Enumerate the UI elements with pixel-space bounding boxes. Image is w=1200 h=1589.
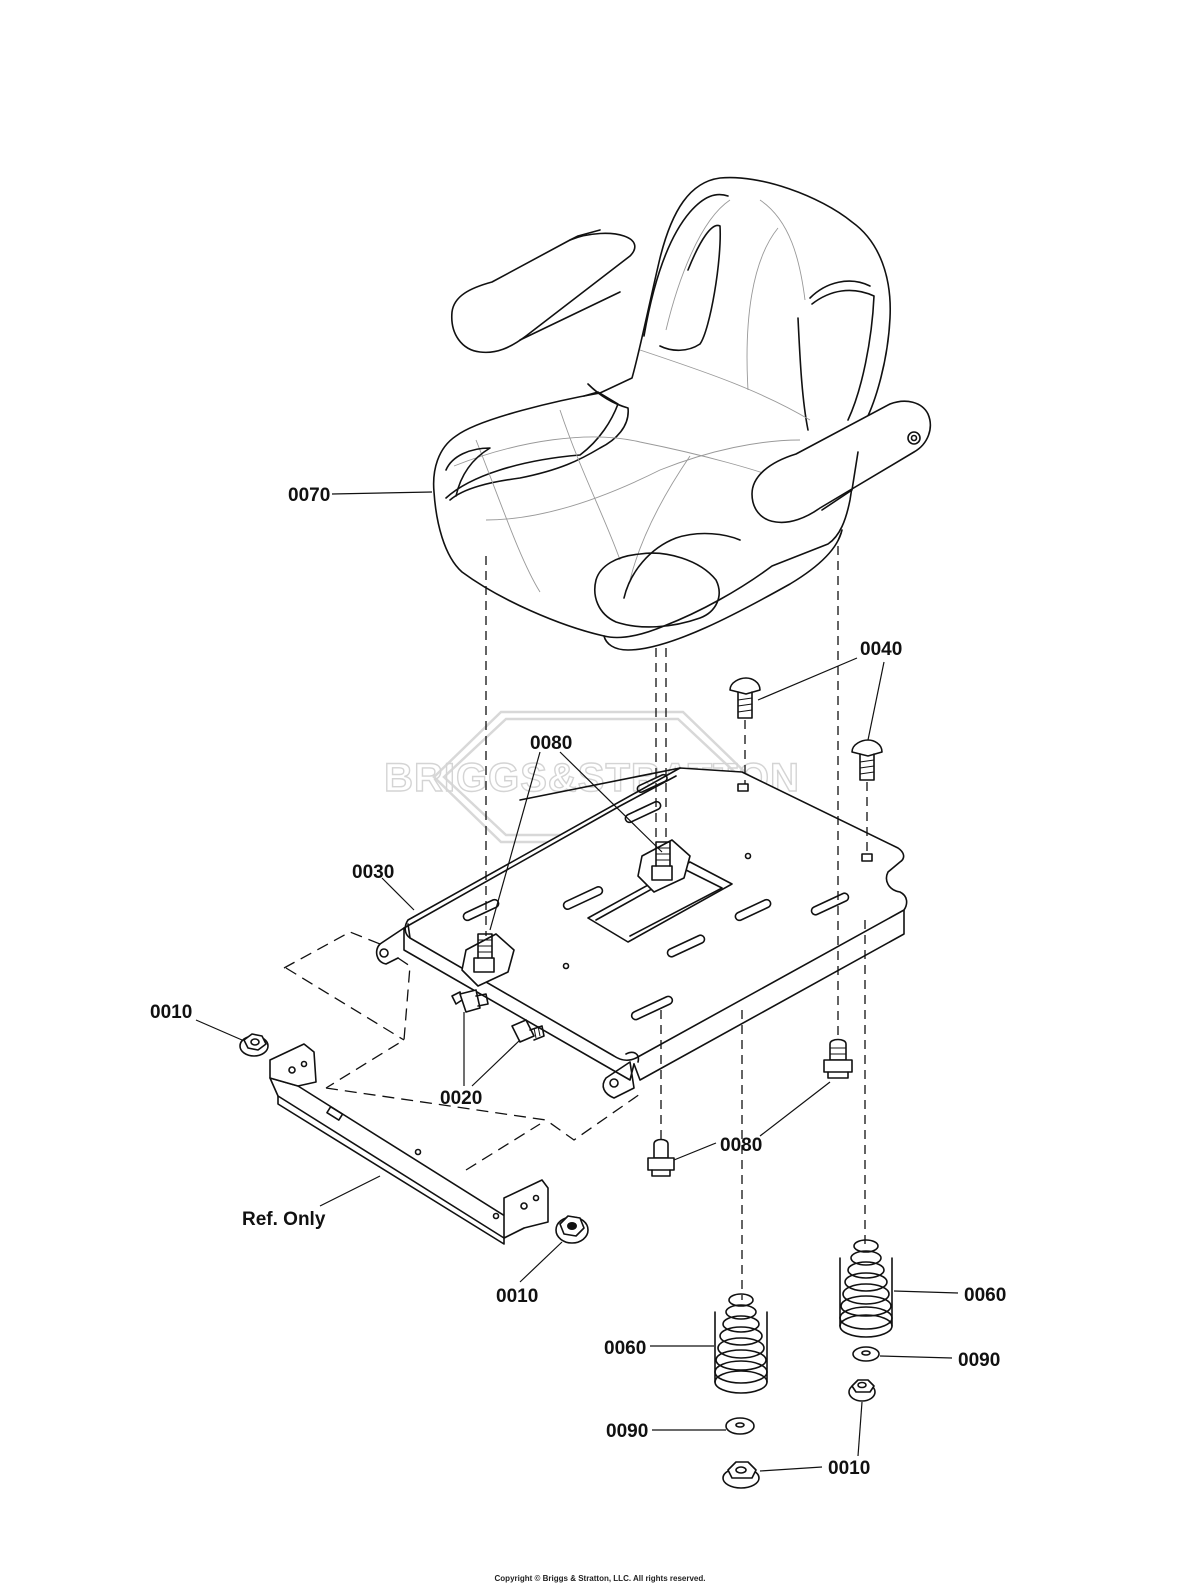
copyright-footer: Copyright © Briggs & Stratton, LLC. All … (494, 1574, 706, 1583)
callout-labels: 0070 0040 0080 0030 0010 0020 0080 Ref. … (150, 485, 1006, 1479)
callout-0020: 0020 (440, 1088, 482, 1109)
callout-0090-right: 0090 (958, 1350, 1000, 1371)
flange-nut-0010-a (239, 1033, 269, 1057)
flange-bolt-0080-bottom-a (647, 1138, 675, 1177)
callout-0010-left: 0010 (150, 1002, 192, 1023)
seat-switch-0020-b (511, 1019, 545, 1043)
plate-slots (462, 773, 850, 1021)
callout-0080-bottom: 0080 (720, 1135, 762, 1156)
callout-0060-left: 0060 (604, 1338, 646, 1359)
seat-plate-part-0030 (375, 767, 908, 1099)
flange-bolt-0080-left (461, 933, 515, 987)
alignment-lines (485, 546, 868, 1300)
carriage-bolt-0040-a (729, 677, 761, 719)
leader-lines (195, 491, 959, 1472)
flange-bolt-0080-center (637, 839, 691, 893)
callout-0090-left: 0090 (606, 1421, 648, 1442)
callout-0060-right: 0060 (964, 1285, 1006, 1306)
seat-bracket-ref-only (269, 1043, 549, 1245)
flange-bolt-0080-bottom-b (823, 1038, 853, 1079)
callout-0040: 0040 (860, 639, 902, 660)
ref-dashed-outline (283, 931, 641, 1171)
seat-part-0070 (432, 176, 932, 651)
flange-nut-0010-d (848, 1379, 876, 1402)
spring-0060-b (839, 1239, 893, 1338)
flange-nut-0010-b (555, 1215, 589, 1244)
carriage-bolt-0040-b (851, 739, 883, 781)
washer-0090-a (725, 1417, 755, 1435)
callout-ref-only: Ref. Only (242, 1209, 326, 1230)
callout-0010-middle: 0010 (496, 1286, 538, 1307)
flange-nut-0010-c (722, 1461, 760, 1489)
spring-0060-a (714, 1293, 768, 1394)
washer-0090-b (852, 1346, 880, 1362)
callout-0010-bottom: 0010 (828, 1458, 870, 1479)
callout-0070: 0070 (288, 485, 330, 506)
callout-0080-top: 0080 (530, 733, 572, 754)
callout-0030: 0030 (352, 862, 394, 883)
seat-switch-0020-a (451, 989, 489, 1013)
